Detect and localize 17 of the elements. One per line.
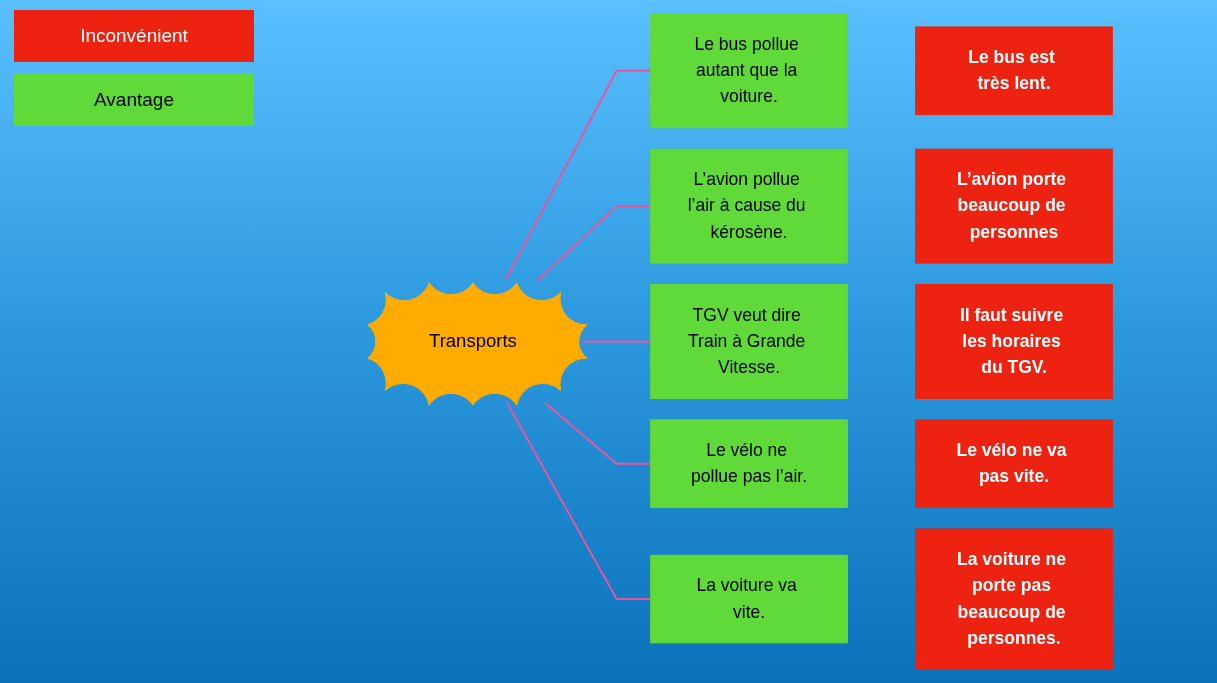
- node-box: Le vélo ne pollue pas l’air.: [650, 419, 848, 509]
- connector: [581, 340, 652, 343]
- node-box: La voiture va vite.: [650, 554, 848, 644]
- node-box: Le vélo ne va pas vite.: [915, 419, 1113, 509]
- connector: [504, 69, 652, 282]
- legend-text: Inconvénient: [80, 25, 188, 47]
- node-box: Le bus pollue autant que la voiture.: [650, 13, 848, 129]
- legend-text: Avantage: [94, 89, 174, 111]
- connector: [536, 205, 652, 282]
- node-box: L’avion pollue l’air à cause du kérosène.: [650, 148, 848, 264]
- node-box: Il faut suivre les horaires du TGV.: [915, 284, 1113, 399]
- node-box: TGV veut dire Train à Grande Vitesse.: [650, 284, 848, 399]
- node-box: Le bus est très lent.: [915, 26, 1113, 116]
- connector: [506, 401, 652, 601]
- node-box: L’avion porte beaucoup de personnes: [915, 148, 1113, 264]
- connector: [543, 401, 652, 465]
- node-box: La voiture ne porte pas beaucoup de personnes.: [915, 528, 1113, 670]
